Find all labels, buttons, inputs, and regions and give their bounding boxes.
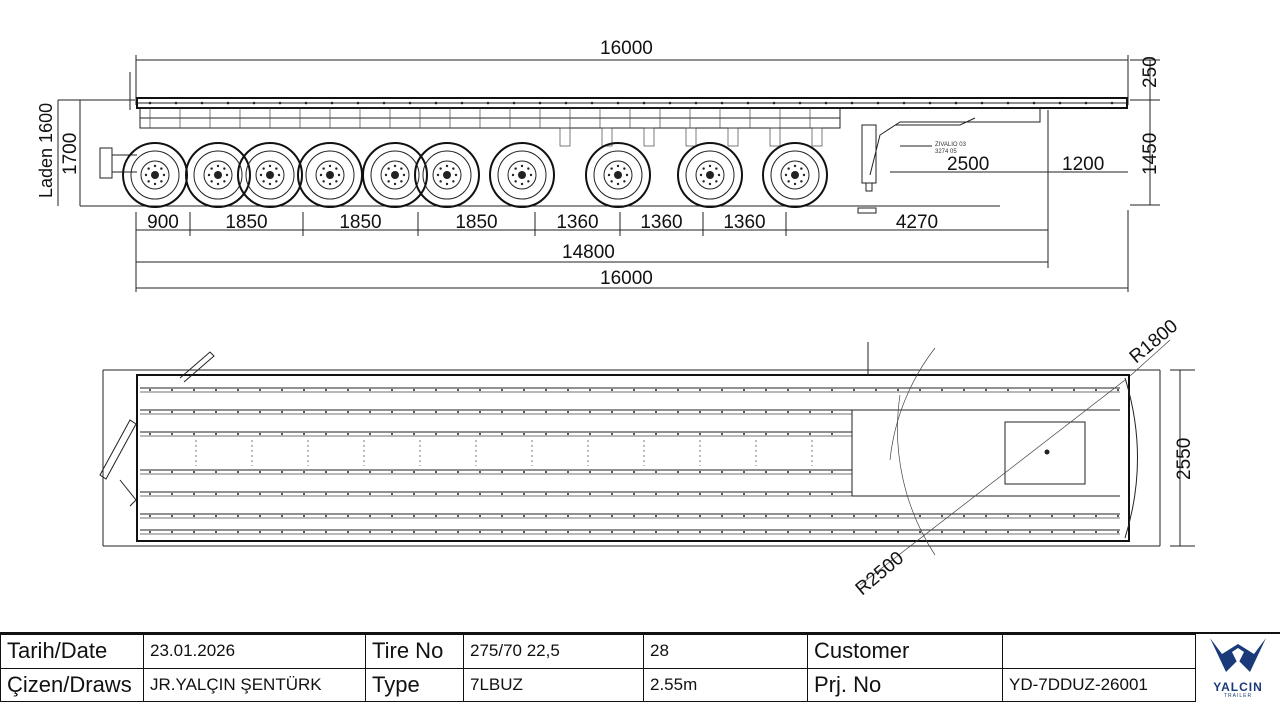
draws-label: Çizen/Draws: [0, 667, 144, 702]
side-view: 16000 ZIVALIO 03 3274 05 2500 1200 250 1…: [36, 38, 1161, 292]
axle-spacing-label: 4270: [896, 212, 938, 233]
wheel-icon: [489, 142, 555, 208]
customer-value: [1002, 634, 1196, 669]
project-label: Prj. No: [807, 667, 1003, 702]
tire-count: 28: [643, 634, 808, 669]
wheel-icon: [237, 142, 303, 208]
technical-drawing: 16000 ZIVALIO 03 3274 05 2500 1200 250 1…: [36, 38, 1195, 600]
well-markings: [195, 440, 813, 466]
dim-overall-bottom: 16000: [600, 268, 653, 289]
wolf-logo-icon: [1210, 638, 1266, 672]
project-value: YD-7DDUZ-26001: [1002, 667, 1196, 702]
axle-spacing-label: 1850: [455, 212, 497, 233]
logo-sub: TRAILER: [1223, 693, 1253, 699]
type-value: 7LBUZ: [463, 667, 644, 702]
dim-overall-top: 16000: [600, 38, 653, 59]
svg-text:ZIVALIO 03: ZIVALIO 03: [935, 142, 967, 148]
dim-height-250: 250: [1140, 56, 1161, 88]
date-value: 23.01.2026: [143, 634, 366, 669]
deck-studs: [148, 101, 1114, 105]
draws-value: JR.YALÇIN ŞENTÜRK: [143, 667, 366, 702]
dim-gooseneck-2500: 2500: [947, 154, 989, 175]
radius-front: R1800: [1126, 316, 1182, 368]
dim-gooseneck-1200: 1200: [1062, 154, 1104, 175]
dim-width-2550: 2550: [1174, 438, 1195, 480]
axle-spacing-label: 1360: [556, 212, 598, 233]
wheel-icon: [585, 142, 651, 208]
yalcin-logo: YALCIN TRAILER: [1196, 634, 1280, 700]
top-view: R1800 R2500 2550: [99, 316, 1195, 600]
dim-length-14800: 14800: [562, 242, 615, 263]
axle-spacing-label: 900: [147, 212, 179, 233]
logo-brand: YALCIN: [1213, 680, 1263, 694]
wheel-icon: [362, 142, 428, 208]
wheel-icon: [414, 142, 480, 208]
dim-height-1700: 1700: [60, 133, 81, 175]
deck-rails: [140, 387, 1120, 535]
wheels: [122, 142, 828, 208]
axle-spacing-label: 1360: [723, 212, 765, 233]
wheel-icon: [677, 142, 743, 208]
type-label: Type: [365, 667, 464, 702]
svg-text:3274 05: 3274 05: [935, 149, 957, 155]
tire-value: 275/70 22,5: [463, 634, 644, 669]
wheel-icon: [185, 142, 251, 208]
axle-spacing-label: 1360: [640, 212, 682, 233]
wheel-icon: [122, 142, 188, 208]
tire-label: Tire No: [365, 634, 464, 669]
radius-rear: R2500: [852, 548, 908, 600]
axle-spacing-label: 1850: [225, 212, 267, 233]
wheel-icon: [762, 142, 828, 208]
axle-spacing-dims: 900 1850 1850 1850 1360 1360 1360 4270: [147, 212, 1049, 236]
wheel-icon: [297, 142, 363, 208]
frame-ribs: [149, 108, 823, 147]
date-label: Tarih/Date: [0, 634, 144, 669]
title-block: Tarih/Date 23.01.2026 Tire No 275/70 22,…: [0, 632, 1280, 702]
dim-laden-1600: Laden 1600: [36, 103, 56, 198]
axle-spacing-label: 1850: [339, 212, 381, 233]
width-value: 2.55m: [643, 667, 808, 702]
dim-height-1450: 1450: [1140, 133, 1161, 175]
customer-label: Customer: [807, 634, 1003, 669]
